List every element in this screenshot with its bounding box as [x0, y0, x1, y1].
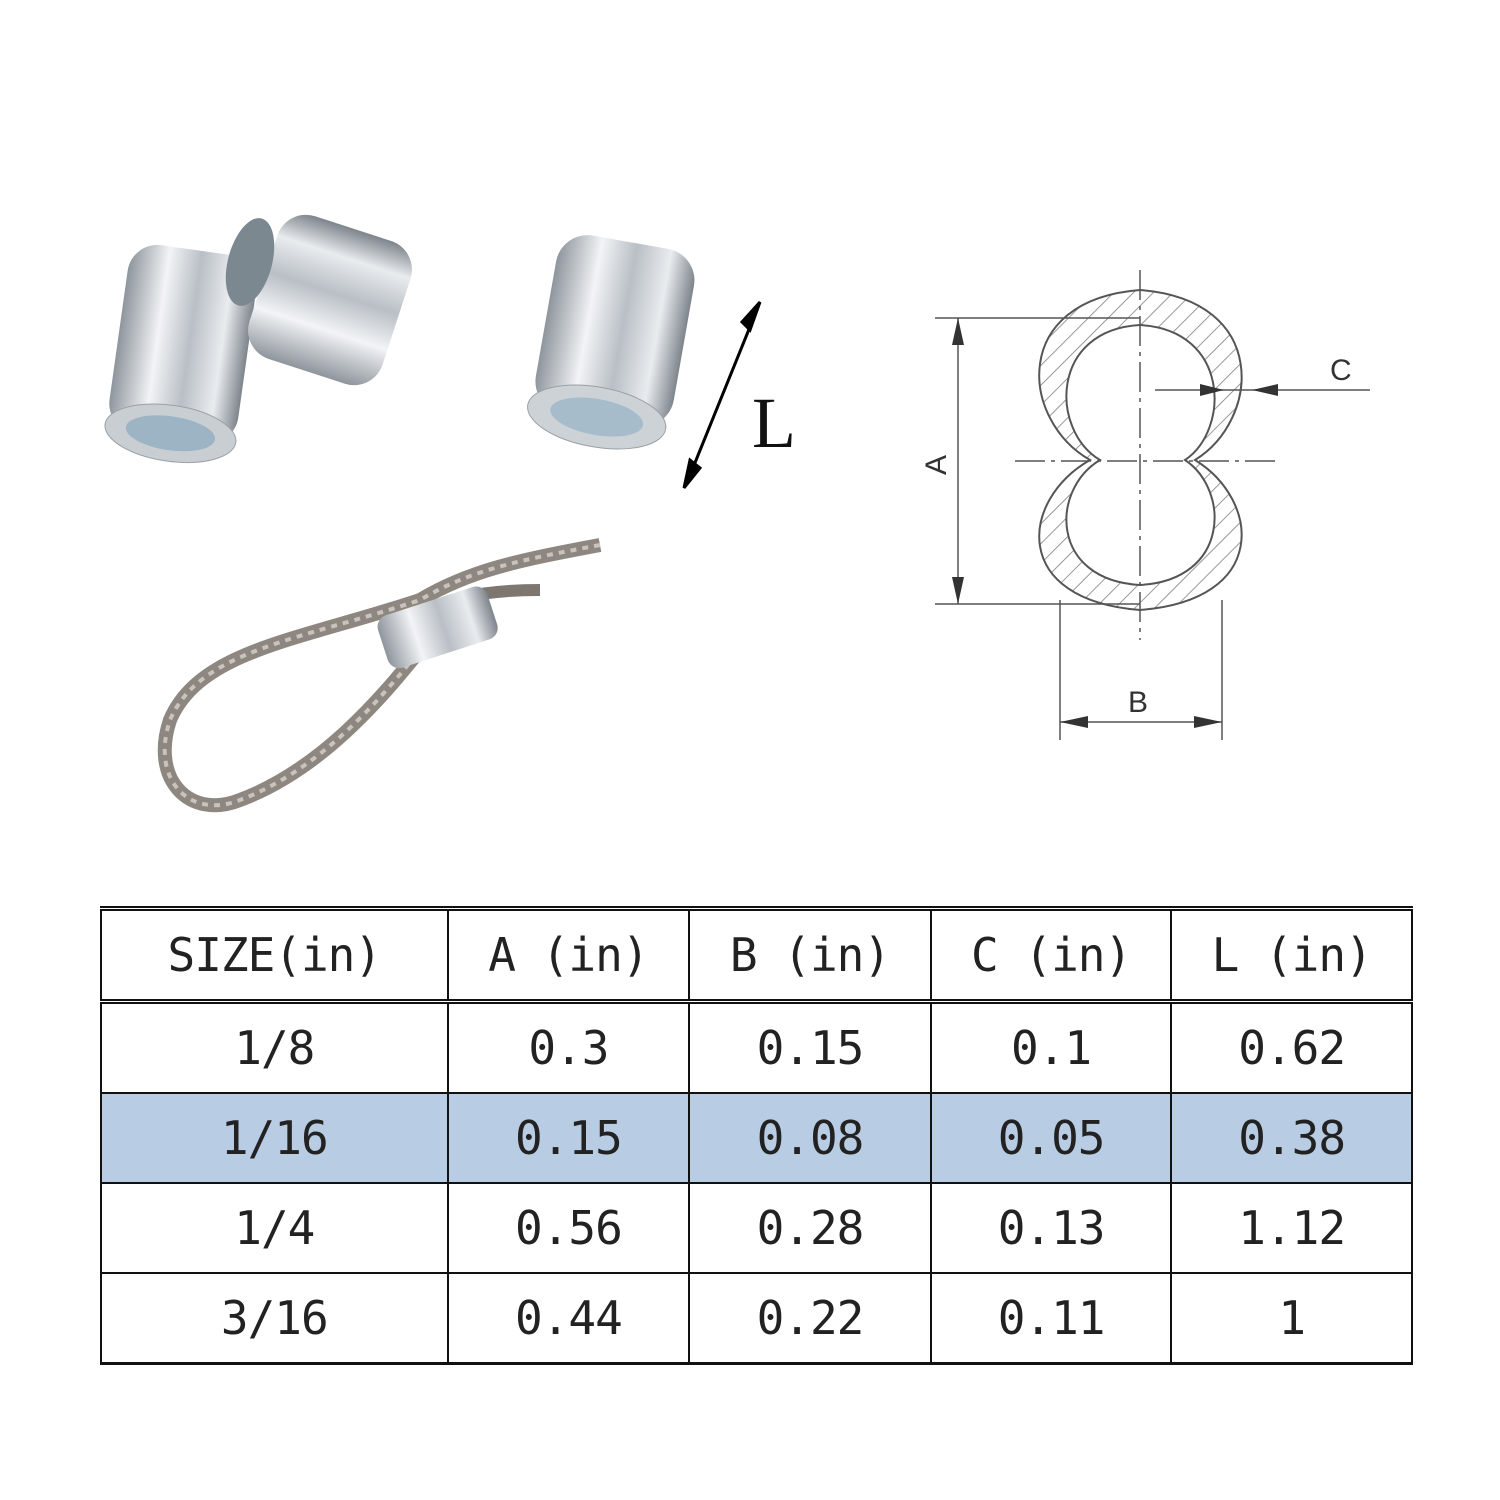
cell-l: 1.12 [1170, 1182, 1413, 1274]
cell-c: 0.05 [929, 1092, 1173, 1184]
cell-size: 1/16 [100, 1092, 449, 1184]
cell-c: 0.11 [929, 1272, 1173, 1365]
cell-l: 0.62 [1170, 1000, 1413, 1094]
cross-section-diagram: A B C [920, 270, 1370, 740]
header-a: A (in) [446, 907, 691, 1004]
table-row: 3/16 0.44 0.22 0.11 1 [100, 1272, 1413, 1365]
cell-b: 0.15 [688, 1000, 932, 1094]
cell-size: 1/8 [100, 1000, 449, 1094]
header-c: C (in) [929, 907, 1173, 1004]
single-ferrule-photo [527, 235, 695, 450]
dimension-a-label: A [920, 455, 953, 475]
cell-a: 0.3 [446, 1000, 691, 1094]
cell-b: 0.08 [688, 1092, 932, 1184]
header-size: SIZE(in) [100, 907, 449, 1004]
ferrule-pair-photo [104, 214, 412, 463]
table-row-highlighted: 1/16 0.15 0.08 0.05 0.38 [100, 1092, 1413, 1184]
table-row: 1/4 0.56 0.28 0.13 1.12 [100, 1182, 1413, 1274]
cell-size: 3/16 [100, 1272, 449, 1365]
cell-b: 0.22 [688, 1272, 932, 1365]
dimension-c-label: C [1330, 354, 1352, 387]
dimension-b-label: B [1128, 686, 1148, 719]
cell-size: 1/4 [100, 1182, 449, 1274]
header-b: B (in) [688, 907, 932, 1004]
cell-a: 0.44 [446, 1272, 691, 1365]
table-header-row: SIZE(in) A (in) B (in) C (in) L (in) [100, 907, 1413, 1004]
product-illustration: L A B C [104, 214, 1370, 813]
length-arrow [682, 300, 762, 489]
cell-c: 0.1 [929, 1000, 1173, 1094]
cell-l: 1 [1170, 1272, 1413, 1365]
table-row: 1/8 0.3 0.15 0.1 0.62 [100, 1000, 1413, 1094]
cell-b: 0.28 [688, 1182, 932, 1274]
length-label: L [752, 383, 796, 463]
cell-l: 0.38 [1170, 1092, 1413, 1184]
cell-c: 0.13 [929, 1182, 1173, 1274]
header-l: L (in) [1170, 907, 1413, 1004]
cell-a: 0.15 [446, 1092, 691, 1184]
cable-loop-photo [157, 538, 602, 813]
cell-a: 0.56 [446, 1182, 691, 1274]
dimension-table: SIZE(in) A (in) B (in) C (in) L (in) 1/8… [100, 906, 1413, 1365]
